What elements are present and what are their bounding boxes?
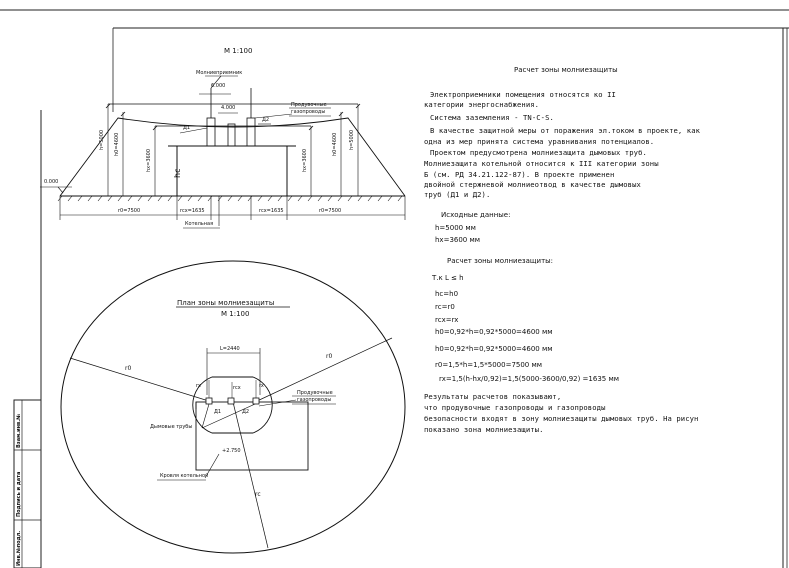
input-line: hx=3600 мм: [435, 236, 481, 244]
boiler-label: Котельная: [185, 221, 214, 227]
plan-d1: Д1: [214, 409, 222, 415]
section-pipe-d1: Д1: [183, 125, 191, 131]
para-line: В качестве защитной меры от поражения эл…: [430, 126, 701, 135]
h0-right-label: h0=4600: [332, 132, 338, 156]
para-line: Б (см. РД 34.21.122-87). В проекте приме…: [424, 170, 615, 179]
para-line: Система заземления - TN-C-S.: [430, 113, 554, 122]
rcx-right-label: rcx=1635: [259, 208, 284, 214]
lightning-rod-label: Молниеприемник: [196, 70, 243, 76]
hx-right-label: hx=3600: [302, 148, 308, 172]
result-line: Результаты расчетов показывают,: [424, 392, 562, 401]
stamp-signature-date: Подпись и дата: [16, 471, 22, 517]
calc-subtitle: Расчет зоны молниезащиты:: [447, 257, 554, 265]
rod-dim2-label: 4.000: [221, 105, 236, 111]
plan-l-label: L=2440: [220, 346, 240, 352]
stamp-inv-original: Инв.№подл.: [16, 530, 22, 566]
r0-left-label: r0=7500: [118, 208, 141, 214]
plan-rx-right: rx: [259, 383, 264, 389]
calc-line: rcx=rx: [435, 316, 459, 324]
para-line: Проектом предусмотрена молниезащита дымо…: [430, 148, 647, 157]
calc-line: r0=1,5*h=1,5*5000=7500 мм: [435, 361, 543, 369]
plan-roof-mark: +2.750: [222, 448, 241, 454]
para-line: двойной стержневой молниеотвод в качеств…: [424, 180, 641, 189]
plan-rc: rc: [255, 491, 261, 498]
calc-line: h0=0,92*h=0,92*5000=4600 мм: [435, 345, 553, 353]
result-line: безопасности входят в зону молниезащиты …: [424, 414, 699, 423]
plan-chimneys-label: Дымовые трубы: [150, 424, 193, 430]
h0-left-label: h0=4600: [114, 132, 120, 156]
plan-d2: Д2: [242, 409, 250, 415]
rcx-left-label: rcx=1635: [180, 208, 205, 214]
para-line: одна из мер принята система уравнивания …: [424, 137, 655, 146]
section-pipe-d2: Д2: [262, 117, 270, 123]
calc-title: Расчет зоны молниезащиты: [514, 66, 618, 74]
result-line: показано зона молниезащиты.: [424, 425, 544, 434]
section-scale: М 1:100: [224, 47, 253, 55]
h-left-label: h=5000: [99, 129, 105, 150]
plan-r0-right: r0: [326, 353, 333, 360]
r0-right-label: r0=7500: [319, 208, 342, 214]
plan-title: План зоны молниезащиты: [177, 299, 275, 307]
calc-line: rx=1,5(h-hx/0,92)=1,5(5000-3600/0,92) =1…: [439, 375, 620, 383]
hx-left-label: hx=3600: [146, 148, 152, 172]
h-right-label: h=5000: [349, 129, 355, 150]
calc-line: hc=h0: [435, 290, 459, 298]
plan-r0-left: r0: [125, 365, 132, 372]
plan-pipes-callout: Продувочные газопроводы: [297, 390, 333, 403]
plan-roof-label: Кровля котельной: [160, 473, 209, 479]
plan-rx-left: rx: [196, 383, 201, 389]
hc-label: hc: [173, 168, 182, 178]
calc-line: Т.к L ≤ h: [432, 274, 464, 282]
input-line: h=5000 мм: [435, 224, 476, 232]
para-line: труб (Д1 и Д2).: [424, 190, 491, 199]
stamp-replace-inv: Взам.инв.№: [16, 413, 22, 448]
result-line: что продувочные газопроводы и газопровод…: [424, 403, 606, 412]
section-pipes-callout: Продувочные газопроводы: [291, 102, 327, 115]
calc-line: h0=0,92*h=0,92*5000=4600 мм: [435, 328, 553, 336]
ground-mark: 0.000: [44, 179, 59, 185]
para-line: категории энергоснабжения.: [424, 100, 540, 109]
calc-line: rc=r0: [435, 303, 455, 311]
plan-rcx: rcx: [233, 385, 241, 391]
para-line: Электроприемники помещения относятся ко …: [430, 90, 616, 99]
rod-dim-label: 6.000: [211, 83, 226, 89]
input-title: Исходные данные:: [441, 211, 511, 219]
plan-scale: М 1:100: [221, 310, 250, 318]
para-line: Молниезащита котельной относится к III к…: [424, 159, 659, 168]
